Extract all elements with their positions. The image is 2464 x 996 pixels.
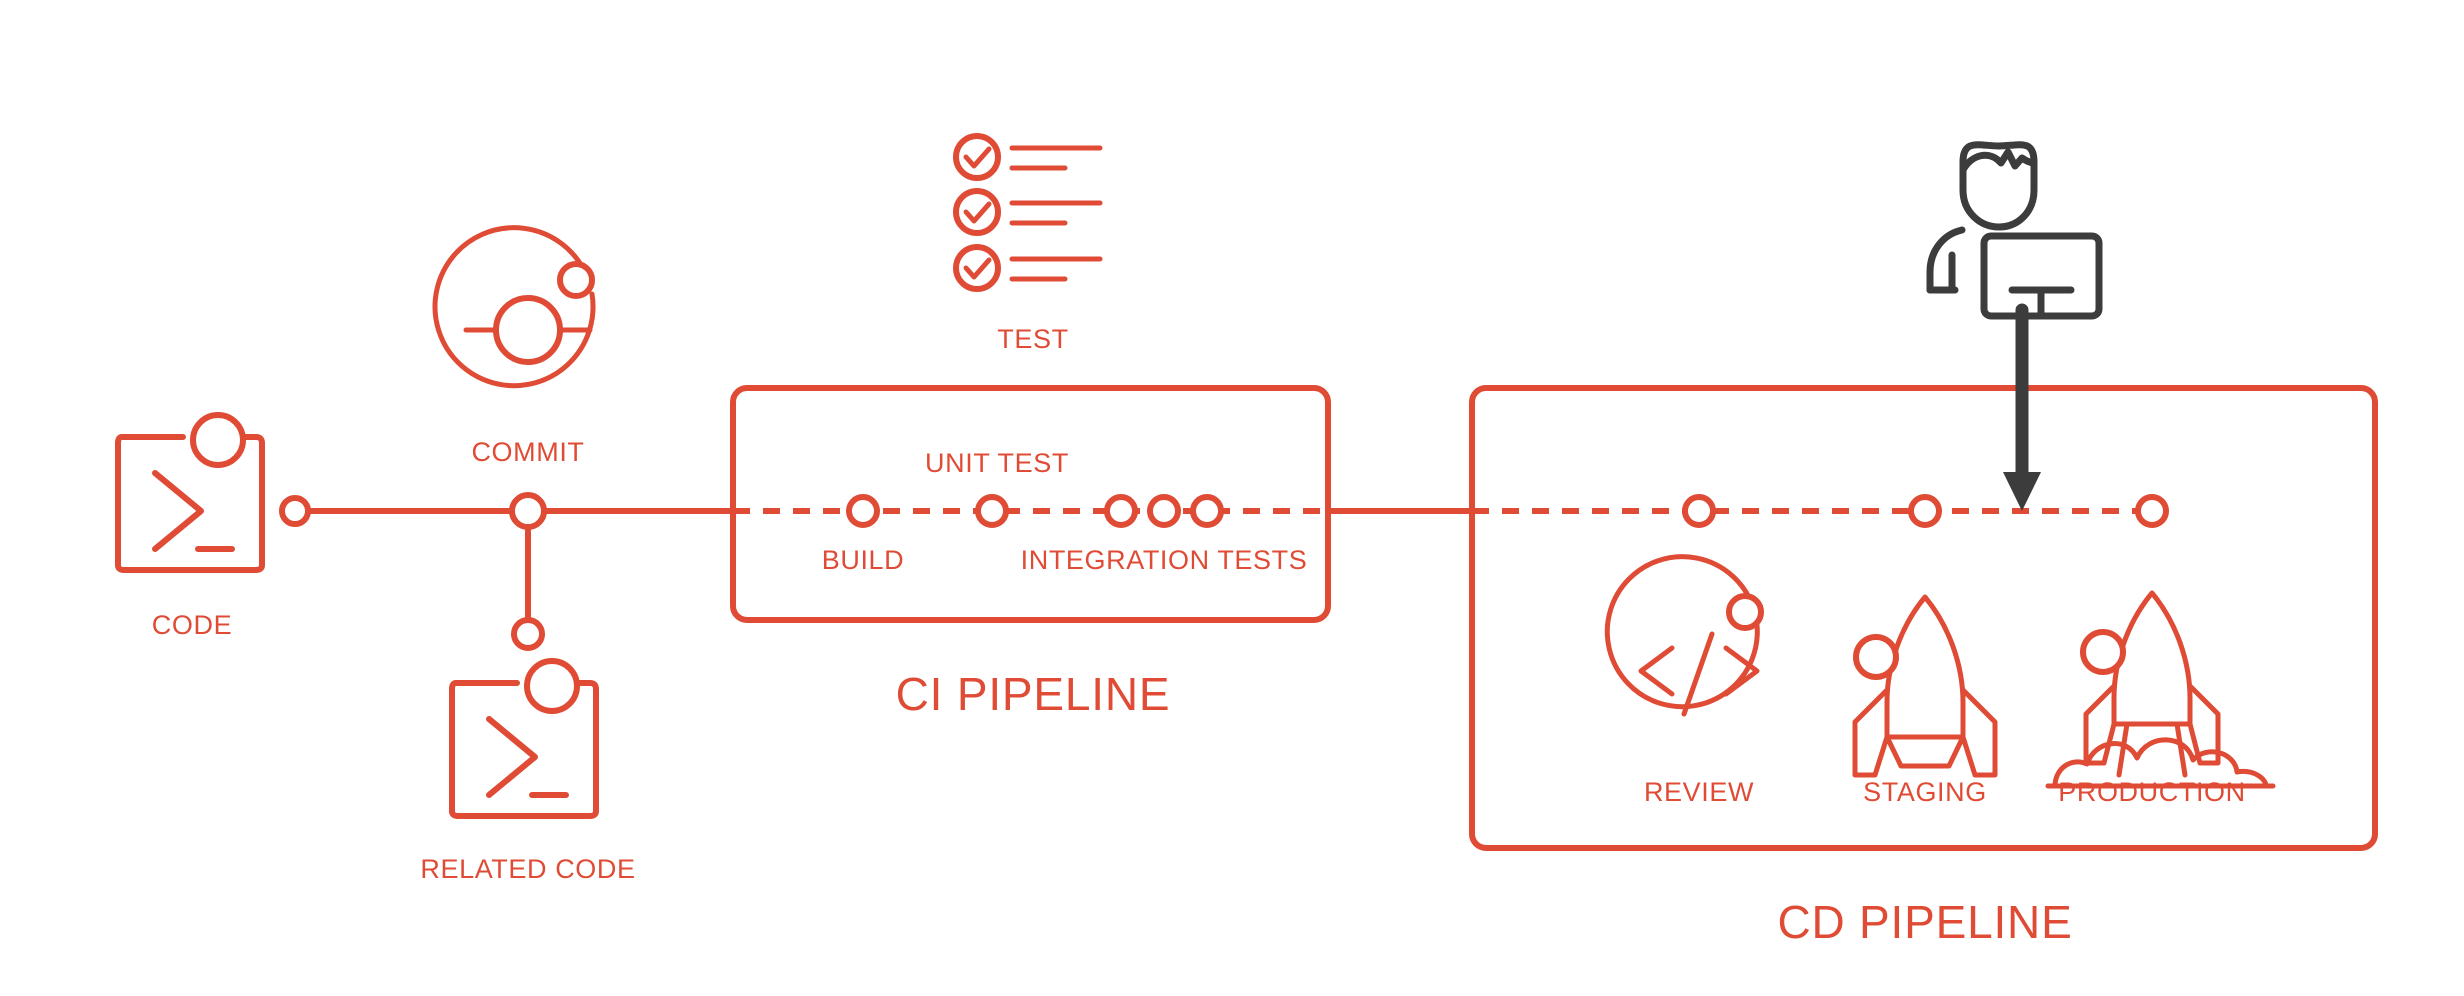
node-integration-test-3[interactable] xyxy=(1190,494,1224,528)
terminal-code-icon xyxy=(449,658,599,819)
related-code-icon-group[interactable]: RELATED CODE xyxy=(420,658,635,884)
node-integration-test-2[interactable] xyxy=(1147,494,1181,528)
code-icon-group[interactable]: CODE xyxy=(115,412,265,640)
production-label: PRODUCTION xyxy=(2058,777,2246,807)
rocket-launch-icon xyxy=(2045,590,2276,789)
node-integration-test-1[interactable] xyxy=(1104,494,1138,528)
build-label: BUILD xyxy=(822,545,905,575)
staging-icon-group[interactable]: STAGING xyxy=(1852,594,1998,807)
node-related-code[interactable] xyxy=(511,617,545,651)
integration-tests-label: INTEGRATION TESTS xyxy=(1021,545,1308,575)
staging-label: STAGING xyxy=(1863,777,1987,807)
production-icon-group[interactable]: PRODUCTION xyxy=(2045,590,2276,807)
node-review[interactable] xyxy=(1682,494,1716,528)
test-icon-group[interactable]: TEST xyxy=(953,133,1103,354)
node-unit-test[interactable] xyxy=(975,494,1009,528)
review-icon-group[interactable]: REVIEW xyxy=(1604,554,1764,807)
node-build[interactable] xyxy=(846,494,880,528)
test-label: TEST xyxy=(997,324,1068,354)
rocket-idle-icon xyxy=(1852,594,1998,778)
ci-pipeline-box[interactable] xyxy=(730,385,1331,623)
checklist-icon xyxy=(953,133,1103,292)
code-brackets-circle-icon xyxy=(1604,554,1764,717)
node-staging[interactable] xyxy=(1908,494,1942,528)
commit-label: COMMIT xyxy=(471,437,584,467)
person-at-monitor-icon xyxy=(1926,141,2103,320)
review-label: REVIEW xyxy=(1644,777,1754,807)
ci-pipeline-label: CI PIPELINE xyxy=(896,668,1171,720)
operator-icon-group[interactable] xyxy=(1926,141,2103,320)
related-code-label: RELATED CODE xyxy=(420,854,635,884)
unit-test-label: UNIT TEST xyxy=(925,448,1069,478)
down-arrow-icon xyxy=(2003,303,2041,511)
node-commit[interactable] xyxy=(509,492,547,530)
code-label: CODE xyxy=(152,610,232,640)
terminal-code-icon xyxy=(115,412,265,573)
cd-pipeline-box[interactable] xyxy=(1469,385,2378,851)
commit-icon-group[interactable]: COMMIT xyxy=(432,225,596,467)
node-code-output[interactable] xyxy=(279,495,311,527)
cd-pipeline-label: CD PIPELINE xyxy=(1777,896,2072,948)
node-production[interactable] xyxy=(2135,494,2169,528)
rail-nodes xyxy=(279,492,2169,651)
commit-orbit-icon xyxy=(432,225,596,389)
